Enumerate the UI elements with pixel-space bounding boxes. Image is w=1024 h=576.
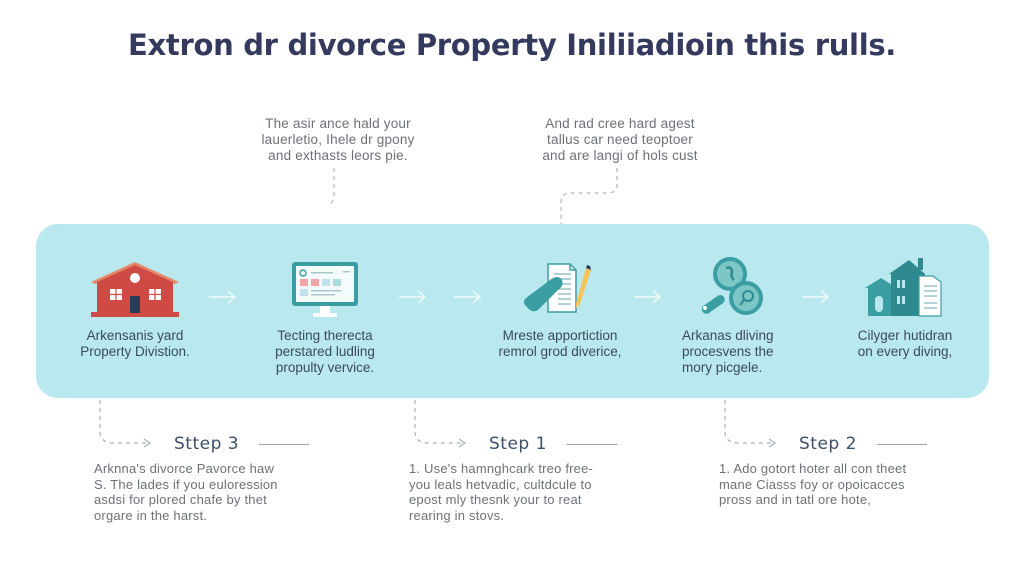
- stage-label-line: Mreste apportiction: [502, 328, 618, 343]
- stage-label-line: Arkanas dliving: [682, 328, 774, 343]
- step-text-line: 1. Use's hamnghcark treo free-: [409, 461, 594, 476]
- step-rule: [566, 443, 617, 445]
- step-label: Step 2: [799, 434, 857, 454]
- callout-line: The asir ance hald your: [265, 116, 411, 131]
- stage-label-line: Tecting therecta: [277, 328, 373, 343]
- house-icon: [60, 250, 210, 320]
- stage-property-service: Tecting therecta perstared ludling propu…: [250, 250, 400, 376]
- stage-label-line: propulty vervice.: [275, 360, 375, 375]
- step-text-line: S. The lades if you euloression: [94, 476, 278, 492]
- stage-label-line: procesvens the: [682, 344, 774, 359]
- step-text-line: 1. Ado gotort hoter all con theet: [719, 461, 907, 476]
- stage-custody: Cilyger hutidran on every diving,: [840, 250, 970, 360]
- step-text-line: epost mly thesnk your to reat: [409, 492, 582, 507]
- step-rule: [259, 443, 310, 445]
- callout-line: lauerletio, Ihele dr gpony: [261, 132, 415, 147]
- callout-top-right: And rad cree hard agest tallus car need …: [508, 116, 732, 164]
- arrow-right-icon: [634, 290, 662, 304]
- step-text-line: mane Ciasss foy or opoicacces: [719, 476, 905, 492]
- arrow-right-icon: [454, 290, 482, 304]
- callout-line: and exthasts leors pie.: [268, 148, 408, 163]
- step-text-line: orgare in the harst.: [94, 507, 208, 523]
- arrow-right-icon: [209, 290, 237, 304]
- stage-divorce-process: Arkanas dliving procesvens the mory picg…: [660, 250, 800, 376]
- document-pencil-icon: [480, 250, 640, 320]
- step-label: Step 1: [489, 434, 547, 454]
- magnifying-glass-icon: [660, 250, 800, 320]
- step-text-line: you leals hetvadic, cultdcule to: [409, 476, 592, 492]
- callout-line: And rad cree hard agest: [545, 116, 695, 131]
- computer-monitor-icon: [250, 250, 400, 320]
- arrow-right-icon: [802, 290, 830, 304]
- building-document-icon: [840, 250, 970, 320]
- callout-connector-right: [560, 168, 618, 226]
- callout-line: and are langi of hols cust: [542, 148, 698, 163]
- page-title: Extron dr divorce Property Iniliiadioin …: [127, 28, 897, 62]
- process-band: [36, 224, 989, 398]
- stage-label-line: remrol grod diverice,: [498, 344, 622, 359]
- stage-label-line: mory picgele.: [682, 360, 763, 375]
- dashed-connector: [99, 400, 152, 448]
- stage-property-division: Arkensanis yard Property Divistion.: [60, 250, 210, 360]
- stage-label-line: on every diving,: [857, 344, 953, 359]
- step-label: Sttep 3: [174, 434, 240, 454]
- dashed-connector: [414, 400, 467, 448]
- stage-label-line: Arkensanis yard: [86, 328, 184, 343]
- step-text-line: Arknna's divorce Pavorce haw: [94, 461, 275, 476]
- callout-line: tallus car need teoptoer: [547, 132, 693, 147]
- stage-label-line: Cilyger hutidran: [857, 328, 953, 343]
- step-rule: [876, 443, 927, 445]
- arrow-right-icon: [399, 290, 427, 304]
- stage-apportionment: Mreste apportiction remrol grod diverice…: [480, 250, 640, 360]
- step-text-line: asdsi for plored chafe by thet: [94, 492, 267, 507]
- callout-connector-left: [327, 168, 335, 207]
- step-text-line: rearing in stovs.: [409, 507, 505, 523]
- callout-top-left: The asir ance hald your lauerletio, Ihel…: [226, 116, 450, 164]
- stage-label-line: Property Divistion.: [80, 344, 190, 359]
- dashed-connector: [724, 400, 777, 448]
- stage-label-line: perstared ludling: [275, 344, 375, 359]
- step-text-line: pross and in tatl ore hote,: [719, 492, 872, 507]
